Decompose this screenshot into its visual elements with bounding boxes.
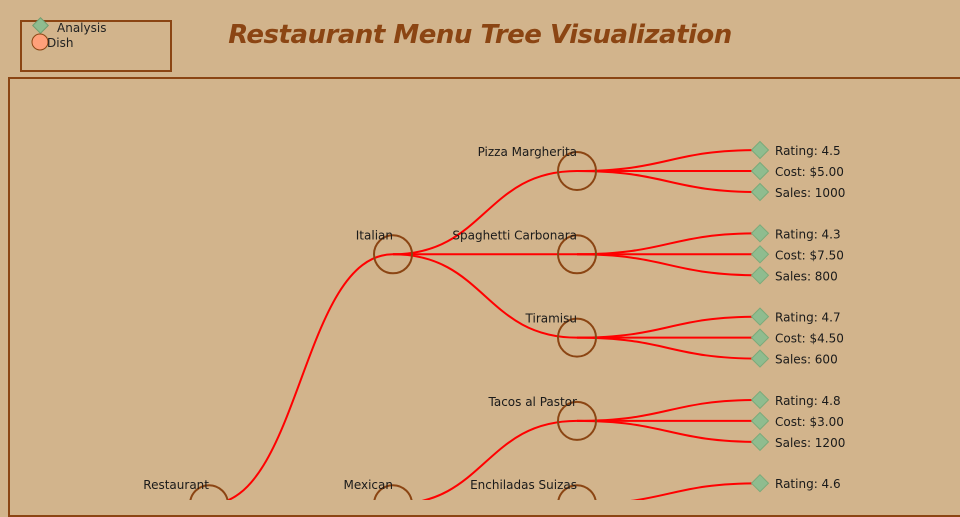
tree-edge	[576, 315, 761, 339]
analysis-node[interactable]	[750, 390, 770, 410]
metric-label: Sales: 1000	[775, 186, 845, 200]
legend-dish-label: Dish	[47, 36, 74, 50]
tree-edge	[576, 336, 761, 360]
tree-edge	[392, 253, 578, 339]
metric-label: Sales: 800	[775, 269, 838, 283]
analysis-node[interactable]	[750, 349, 770, 368]
tree-edge	[225, 253, 394, 500]
analysis-node[interactable]	[750, 266, 770, 285]
tree-edge	[576, 232, 761, 256]
cuisine-node[interactable]	[373, 484, 413, 500]
dish-node[interactable]	[557, 151, 597, 191]
dish-node[interactable]	[557, 234, 597, 275]
dish-label: Pizza Margherita	[478, 145, 577, 159]
analysis-node[interactable]	[750, 161, 770, 181]
dish-legend-icon	[31, 33, 49, 51]
page-title: Restaurant Menu Tree Visualization	[228, 20, 732, 50]
legend-icons	[31, 17, 49, 51]
metric-label: Cost: $7.50	[775, 248, 844, 262]
root-label: Restaurant	[143, 478, 209, 492]
metric-label: Cost: $4.50	[775, 332, 844, 346]
metric-label: Rating: 4.5	[775, 144, 841, 158]
tree-edge	[576, 170, 761, 193]
tree-edge	[576, 398, 761, 422]
metric-label: Cost: $5.00	[775, 165, 844, 179]
metric-label: Rating: 4.8	[775, 394, 841, 408]
legend	[20, 20, 172, 72]
cuisine-label: Mexican	[343, 478, 393, 492]
tree-edge	[630, 482, 761, 500]
dish-node[interactable]	[557, 484, 597, 500]
dish-node[interactable]	[557, 400, 597, 441]
dish-label: Tacos al Pastor	[488, 395, 578, 409]
metric-label: Cost: $3.00	[775, 415, 844, 429]
metric-label: Sales: 600	[775, 353, 838, 367]
analysis-node[interactable]	[750, 245, 770, 264]
cuisine-node[interactable]	[373, 234, 413, 275]
metric-label: Rating: 4.7	[775, 311, 841, 325]
tree-edge	[576, 149, 761, 172]
cuisine-label: Italian	[356, 228, 393, 242]
metric-label: Sales: 1200	[775, 436, 845, 450]
tree-edge	[421, 419, 578, 500]
dish-label: Tiramisu	[525, 312, 577, 326]
metric-label: Rating: 4.6	[775, 477, 841, 491]
analysis-node[interactable]	[750, 474, 770, 493]
analysis-legend-icon	[32, 17, 49, 34]
analysis-node[interactable]	[750, 224, 770, 243]
analysis-node[interactable]	[750, 411, 770, 431]
tree-edge	[576, 419, 761, 443]
analysis-node[interactable]	[750, 182, 770, 202]
legend-analysis-label: Analysis	[57, 21, 107, 35]
dish-label: Spaghetti Carbonara	[452, 228, 577, 242]
root-node[interactable]	[189, 484, 229, 500]
analysis-node[interactable]	[750, 307, 770, 326]
metric-label: Rating: 4.3	[775, 227, 841, 241]
dish-label: Enchiladas Suizas	[470, 478, 577, 492]
tree-edge	[392, 170, 578, 256]
analysis-node[interactable]	[750, 140, 770, 160]
tree-edge	[576, 253, 761, 277]
analysis-node[interactable]	[750, 328, 770, 347]
analysis-node[interactable]	[750, 432, 770, 452]
dish-node[interactable]	[557, 317, 597, 358]
